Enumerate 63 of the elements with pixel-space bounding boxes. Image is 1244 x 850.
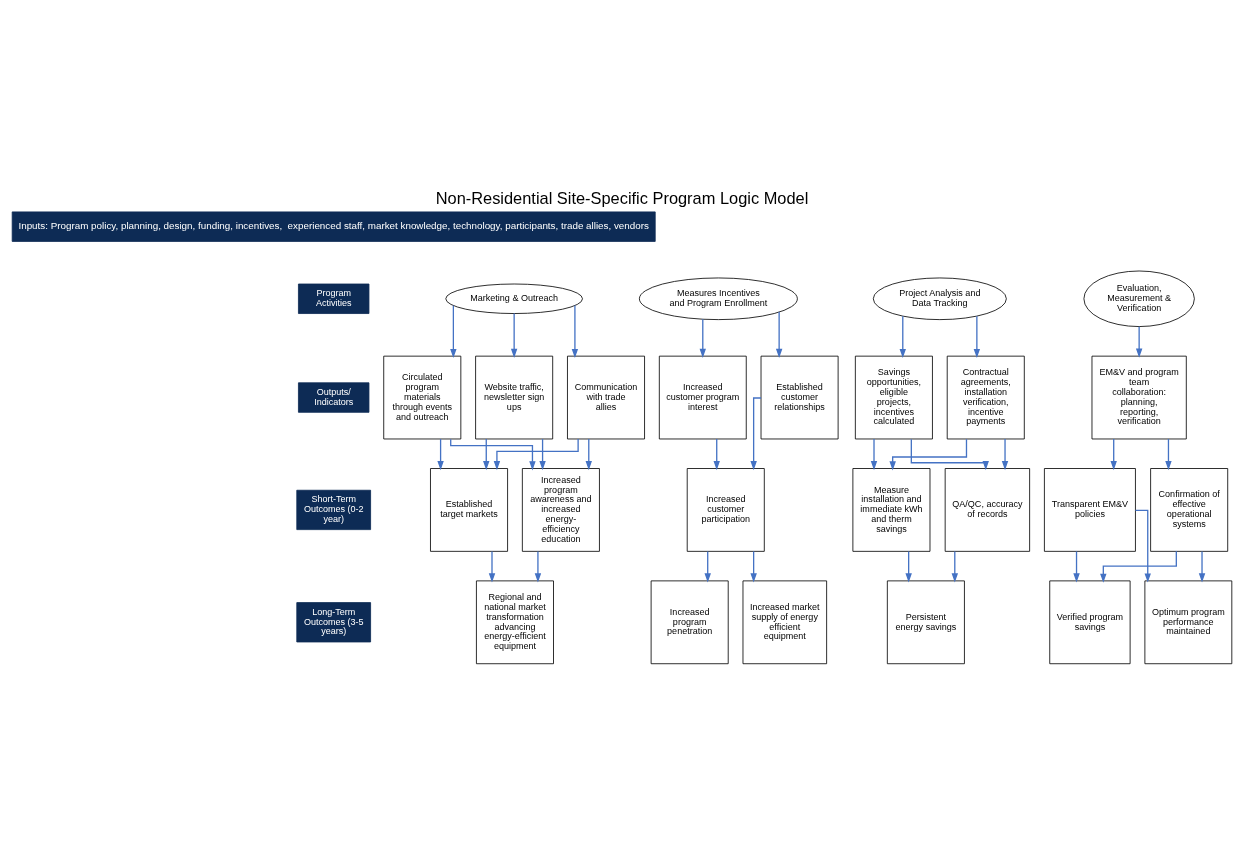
node-box: Established target markets (430, 467, 508, 552)
diagram-title: Non-Residential Site-Specific Program Logic Model (435, 188, 809, 207)
arrow (539, 437, 546, 470)
arrow (1135, 325, 1143, 358)
arrow (450, 304, 457, 358)
arrow (951, 550, 958, 583)
arrow (910, 438, 989, 470)
arrow (510, 312, 518, 358)
arrow (1100, 550, 1177, 583)
arrow (1001, 437, 1009, 470)
node-box: Long-Term Outcomes (3-5 years) (296, 601, 372, 642)
arrow (1073, 550, 1080, 583)
node-box: Inputs: Program policy, planning, design, funding, incentives, experienced staff, market knowledge, technology, participants, trade allies, vendors (11, 211, 656, 242)
arrow (750, 550, 757, 583)
node-box: Optimum program performance maintained (1144, 579, 1233, 664)
node-box: Contractual agreements, installation verification, incentive payments (946, 355, 1025, 439)
node-ellipse: Evaluation, Measurement & Verification (1083, 270, 1195, 327)
arrow (437, 437, 444, 470)
arrow (1110, 437, 1117, 470)
node-box: Transparent EM&V policies (1044, 467, 1136, 552)
arrow (1134, 509, 1151, 583)
node-box: Outputs/ Indicators (298, 381, 370, 413)
arrow (534, 550, 542, 583)
node-box: Persistent energy savings (886, 579, 965, 664)
node-ellipse: Project Analysis and Data Tracking (872, 277, 1007, 320)
node-box: Verified program savings (1049, 579, 1131, 664)
node-box: Regional and national market transformation advancing energy-efficient equipment (476, 579, 554, 664)
arrow (483, 437, 490, 470)
node-box: Confirmation of effective operational systems (1150, 467, 1229, 552)
node-box: QA/QC, accuracy of records (944, 467, 1031, 552)
node-box: Increased program awareness and increased energy-efficiency education (521, 467, 600, 552)
node-box: Communication with trade allies (567, 355, 645, 439)
arrow (493, 437, 579, 470)
node-box: Increased market supply of energy efficient equipment (742, 579, 828, 664)
node-box: Increased customer program interest (658, 355, 747, 439)
arrow (699, 318, 706, 358)
node-box: Savings opportunities, eligible projects, incentives calculated (854, 355, 933, 439)
arrow (585, 437, 592, 470)
arrow (750, 396, 762, 470)
node-box: Increased program penetration (650, 579, 729, 664)
arrow (704, 550, 711, 583)
arrow (870, 437, 878, 470)
node-box: Increased customer participation (686, 467, 765, 552)
arrow (1165, 437, 1172, 470)
node-box: Measure installation and immediate kWh and therm savings (852, 467, 931, 552)
node-ellipse: Marketing & Outreach (445, 283, 583, 314)
node-box: Short-Term Outcomes (0-2 year) (296, 489, 372, 530)
arrow (450, 438, 536, 470)
arrow (713, 437, 720, 470)
node-box: Program Activities (298, 283, 370, 314)
node-box: Established customer relationships (760, 355, 839, 439)
arrow (905, 550, 912, 583)
arrow (889, 438, 968, 470)
arrow (775, 310, 783, 358)
arrow (571, 304, 579, 358)
arrow (899, 315, 906, 358)
node-box: Circulated program materials through events and outreach (383, 355, 462, 439)
arrow (488, 550, 496, 583)
arrow (973, 315, 981, 358)
arrow (1198, 550, 1206, 583)
node-ellipse: Measures Incentives and Program Enrollment (638, 277, 798, 320)
node-box: Website traffic, newsletter sign ups (475, 355, 554, 439)
node-box: EM&V and program team collaboration: planning, reporting, verification (1091, 355, 1187, 439)
